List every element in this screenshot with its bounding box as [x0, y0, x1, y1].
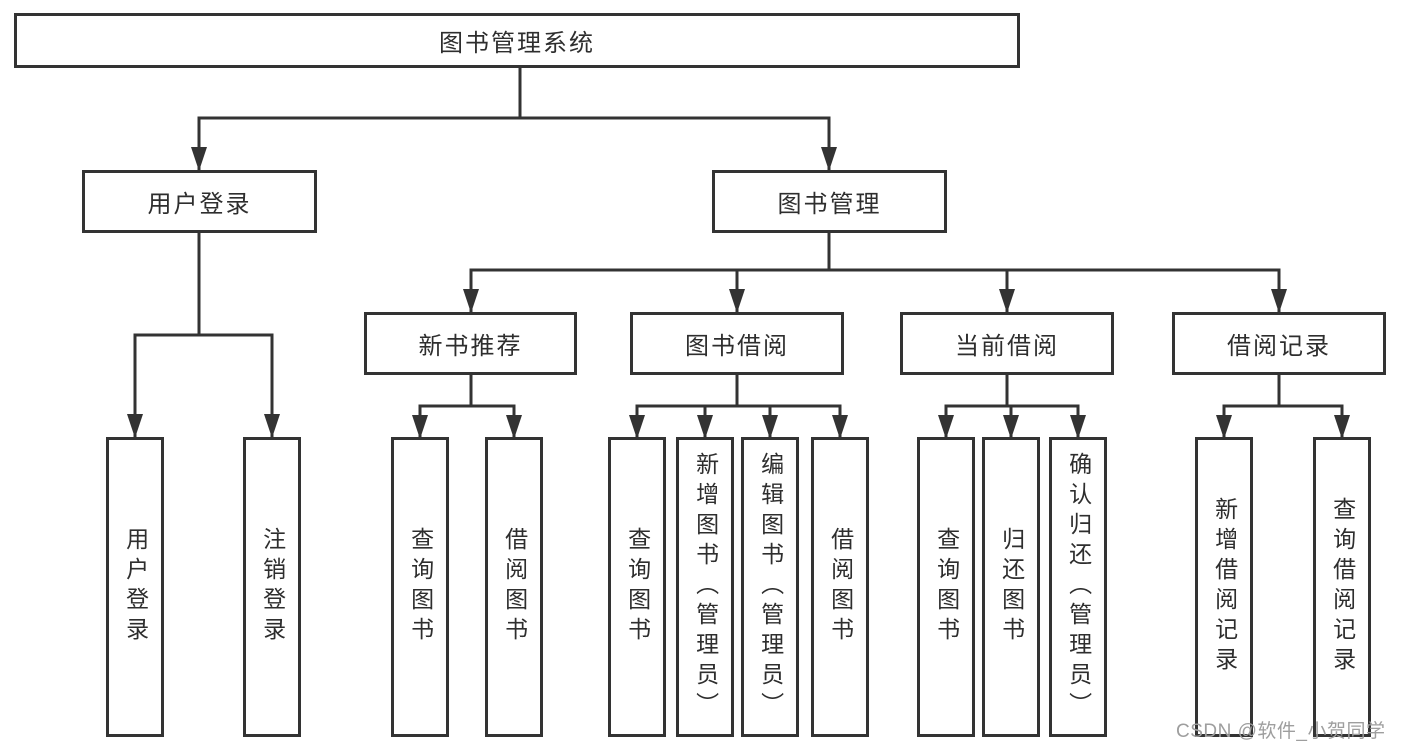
branch-current-borrow: [944, 375, 1080, 408]
leaf-bb-add-book-admin-label: 新增图书（管理员）: [692, 452, 719, 722]
leaf-nb-borrow-book: 借阅图书: [485, 437, 543, 737]
branch-new-book: [418, 375, 516, 408]
leaf-br-query-record: 查询借阅记录: [1313, 437, 1371, 737]
leaf-cb-return-book-label: 归还图书: [998, 527, 1025, 647]
leaf-br-add-record-label: 新增借阅记录: [1211, 497, 1238, 677]
leaf-br-add-record: 新增借阅记录: [1195, 437, 1253, 737]
leaf-cb-query-book-label: 查询图书: [933, 527, 960, 647]
node-book-borrow: 图书借阅: [630, 312, 844, 375]
leaf-user-login-label: 用户登录: [122, 527, 149, 647]
leaf-nb-query-book-label: 查询图书: [407, 527, 434, 647]
node-user-login: 用户登录: [82, 170, 317, 233]
leaf-cb-query-book: 查询图书: [917, 437, 975, 737]
leaf-bb-edit-book-admin-label: 编辑图书（管理员）: [757, 452, 784, 722]
leaf-bb-query-book-label: 查询图书: [624, 527, 651, 647]
branch-root: [197, 68, 831, 120]
leaf-bb-edit-book-admin: 编辑图书（管理员）: [741, 437, 799, 737]
node-current-borrow: 当前借阅: [900, 312, 1114, 375]
leaf-bb-borrow-book: 借阅图书: [811, 437, 869, 737]
leaf-cb-confirm-return-admin-label: 确认归还（管理员）: [1065, 452, 1092, 722]
csdn-watermark: CSDN @软件_小贺同学: [1176, 721, 1386, 742]
branch-book-borrow: [635, 375, 842, 408]
leaf-logout-login: 注销登录: [243, 437, 301, 737]
leaf-cb-return-book: 归还图书: [982, 437, 1040, 737]
leaf-user-login: 用户登录: [106, 437, 164, 737]
leaf-nb-query-book: 查询图书: [391, 437, 449, 737]
leaf-nb-borrow-book-label: 借阅图书: [501, 527, 528, 647]
node-borrow-record: 借阅记录: [1172, 312, 1386, 375]
branch-user-login: [133, 233, 274, 337]
leaf-logout-login-label: 注销登录: [259, 527, 286, 647]
leaf-br-query-record-label: 查询借阅记录: [1329, 497, 1356, 677]
leaf-bb-query-book: 查询图书: [608, 437, 666, 737]
branch-borrow-record: [1222, 375, 1344, 408]
leaf-bb-add-book-admin: 新增图书（管理员）: [676, 437, 734, 737]
branch-book-management: [469, 233, 1281, 272]
node-book-management: 图书管理: [712, 170, 947, 233]
leaf-bb-borrow-book-label: 借阅图书: [827, 527, 854, 647]
node-new-book-recommend: 新书推荐: [364, 312, 577, 375]
leaf-cb-confirm-return-admin: 确认归还（管理员）: [1049, 437, 1107, 737]
node-root: 图书管理系统: [14, 13, 1020, 68]
